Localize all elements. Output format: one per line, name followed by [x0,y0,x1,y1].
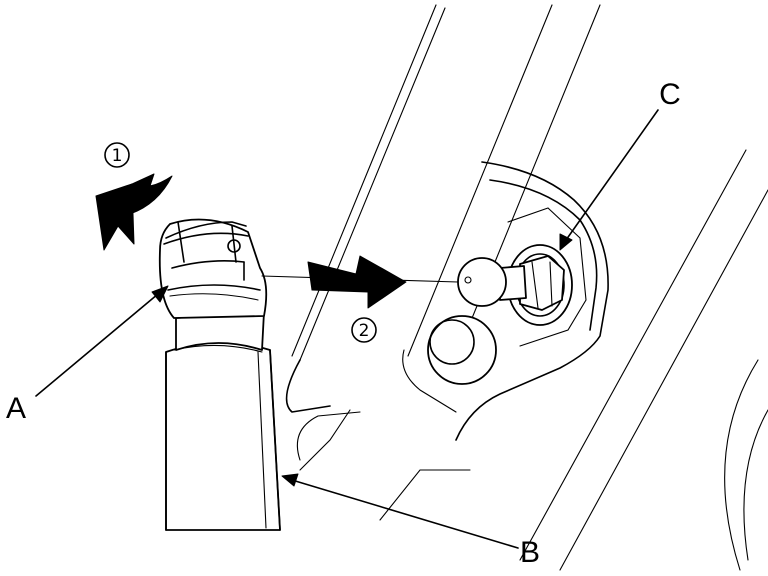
leader-c [565,109,659,241]
callout-a: A [6,392,26,425]
leader-b [291,479,519,549]
leader-lines [35,109,659,549]
body-panel-lines [285,4,768,571]
leader-a-arrowhead [151,285,169,303]
ball-stud-c [457,244,573,326]
step-one-circle [104,142,130,168]
step-two-marker: 2 [351,317,377,343]
leader-a [35,293,159,397]
step-one-marker: 1 [104,142,130,168]
rotate-arrow [95,173,173,251]
callout-c: C [659,78,681,111]
leader-c-arrowhead [559,233,573,251]
step-two-circle [351,317,377,343]
step-two-label: 2 [359,321,370,341]
callout-b: B [520,536,540,569]
alignment-line [261,275,459,283]
leader-b-arrowhead [281,473,299,487]
pull-arrow [307,255,407,309]
bracket-boss [427,315,497,385]
step-one-label: 1 [112,146,123,166]
gas-strut-b [165,341,281,531]
strut-socket-a [158,218,268,351]
mounting-bracket [402,161,609,441]
